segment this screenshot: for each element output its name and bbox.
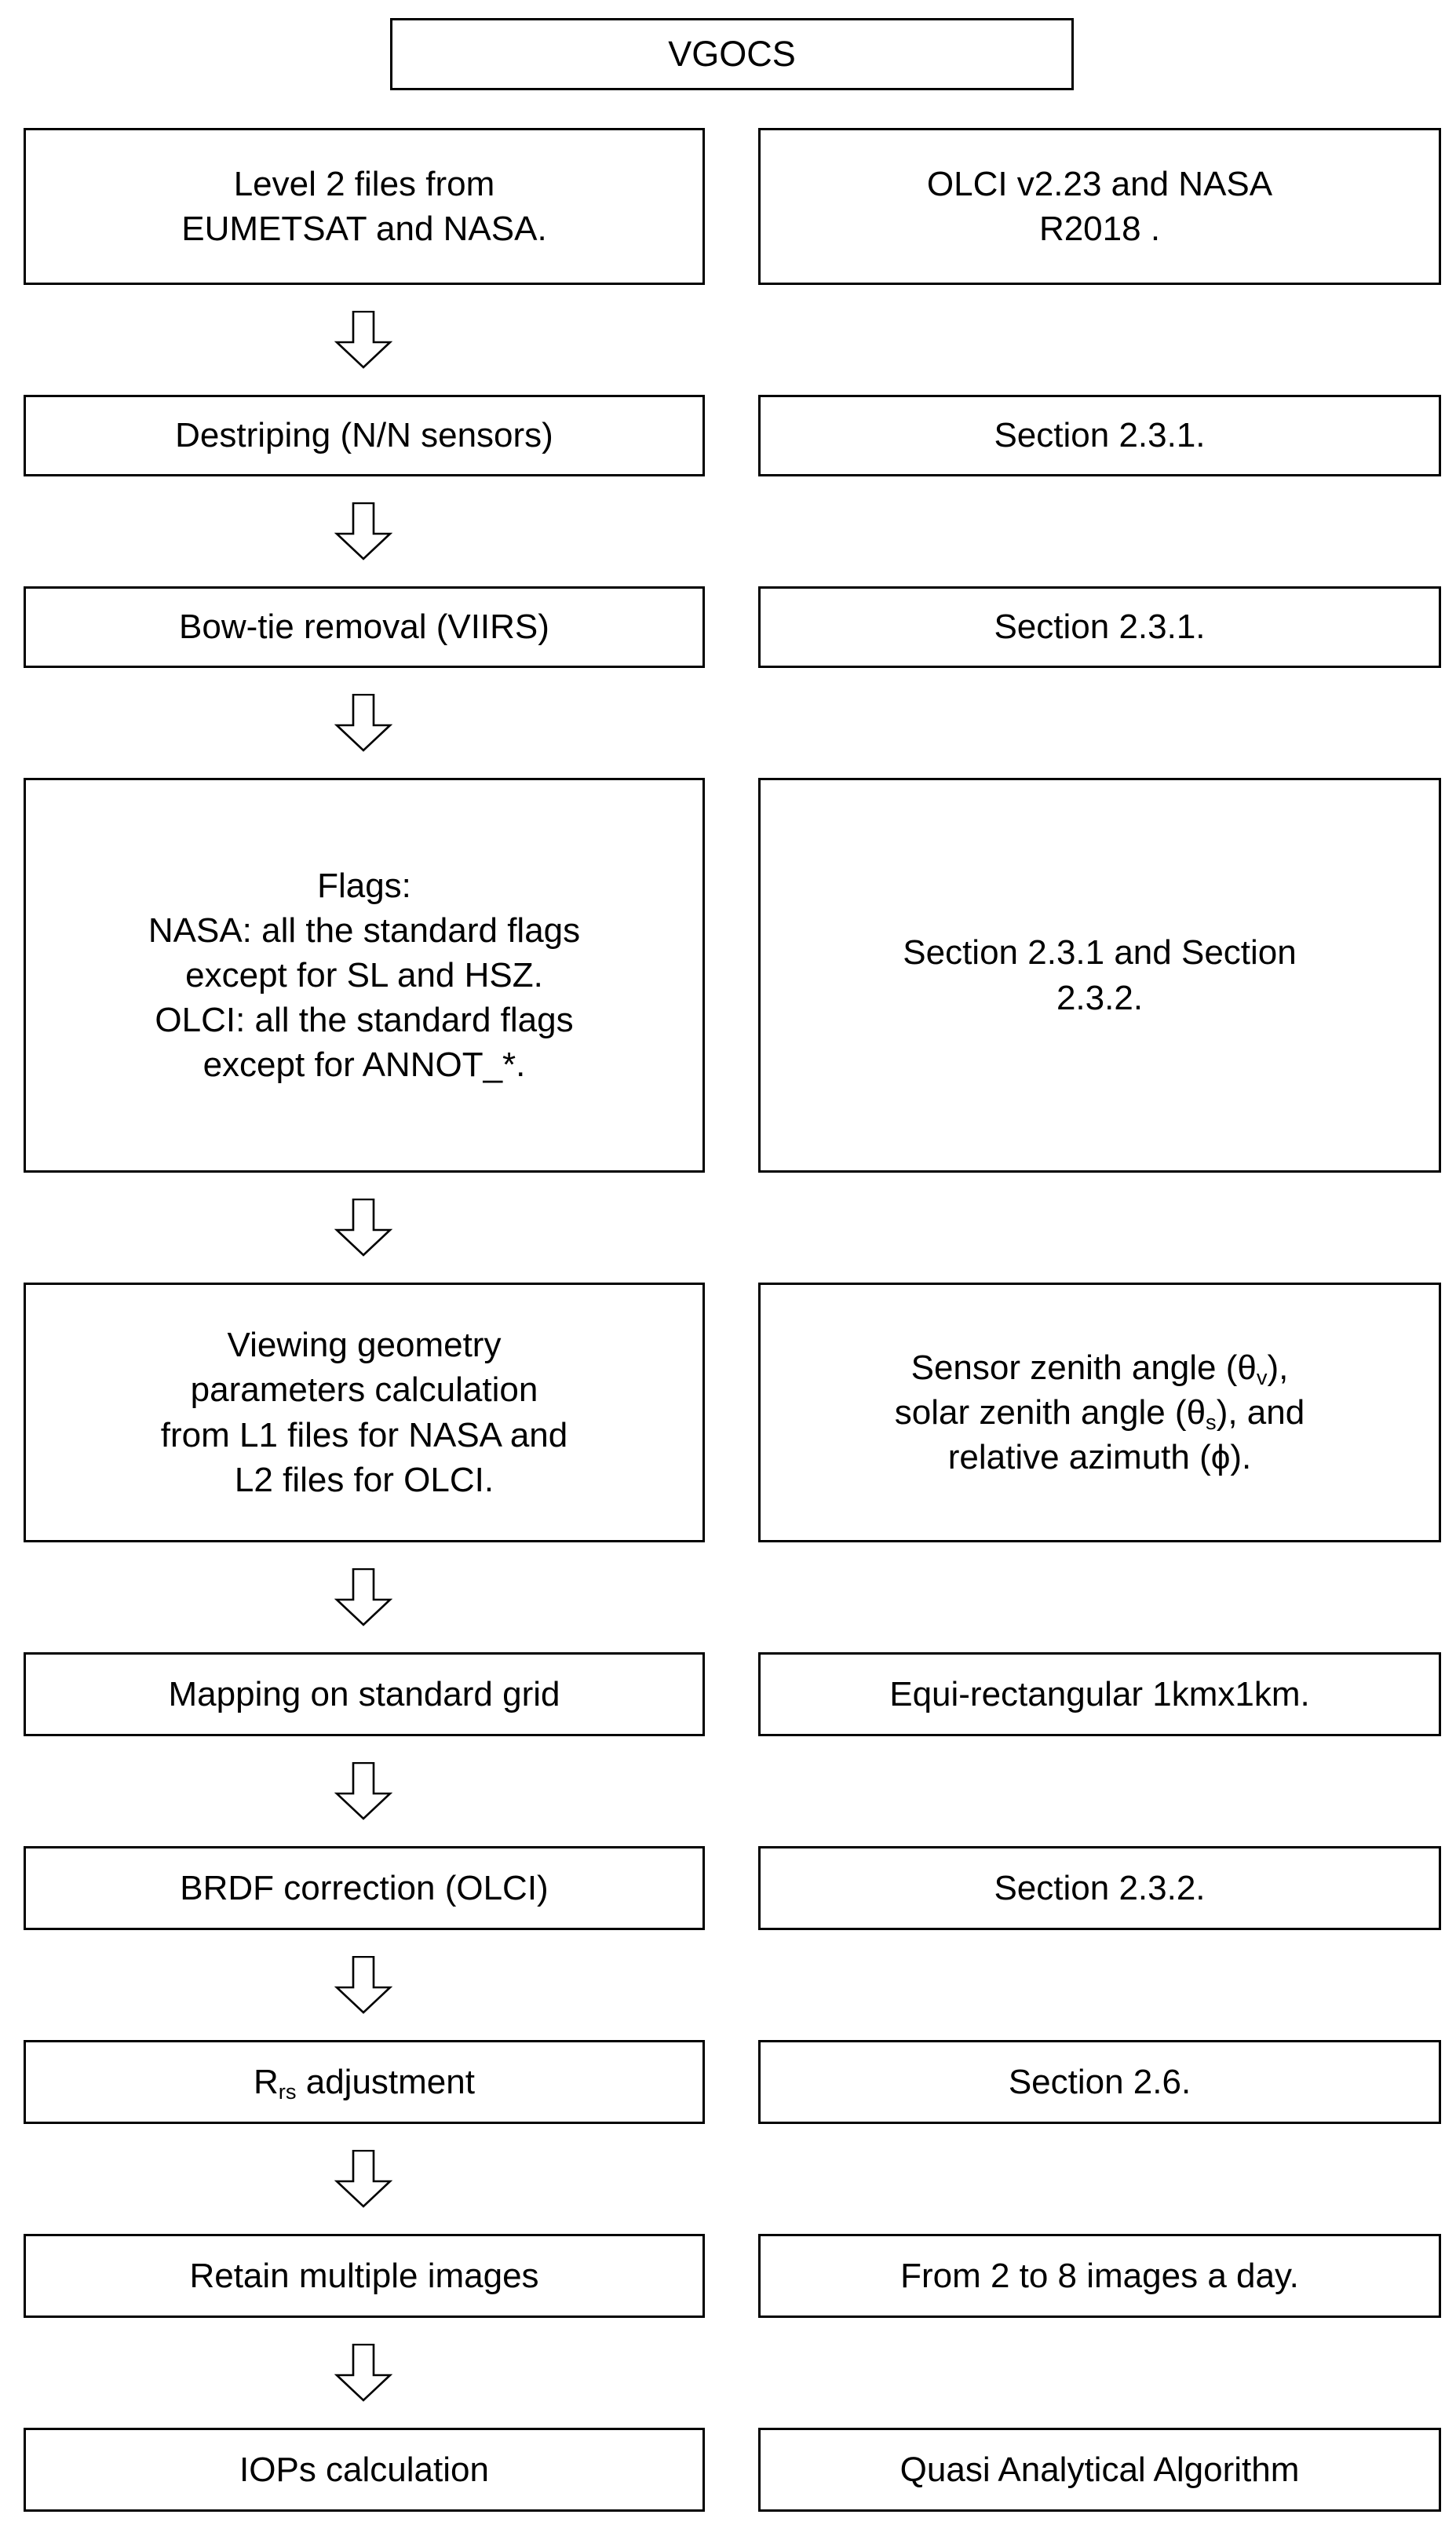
detail-box-iops-calculation: Quasi Analytical Algorithm <box>758 2428 1441 2512</box>
step-box-retain-images: Retain multiple images <box>24 2234 705 2318</box>
detail-box-destriping: Section 2.3.1. <box>758 395 1441 476</box>
detail-box-viewing-geometry: Sensor zenith angle (θv),solar zenith an… <box>758 1283 1441 1542</box>
step-box-label-iops-calculation: IOPs calculation <box>239 2450 489 2489</box>
detail-box-label-mapping: Equi-rectangular 1kmx1km. <box>889 1674 1310 1713</box>
detail-box-label-retain-images: From 2 to 8 images a day. <box>900 2256 1299 2295</box>
flow-arrow-down-icon <box>334 311 392 369</box>
detail-box-label-destriping: Section 2.3.1. <box>994 416 1206 455</box>
title-box-vgocs: VGOCS <box>390 18 1074 90</box>
step-box-label-bow-tie-removal: Bow-tie removal (VIIRS) <box>179 608 549 647</box>
step-box-label-flags: Flags: NASA: all the standard flags exce… <box>148 866 581 1085</box>
step-box-level2-files: Level 2 files from EUMETSAT and NASA. <box>24 128 705 285</box>
detail-box-label-viewing-geometry: Sensor zenith angle (θv),solar zenith an… <box>894 1348 1305 1477</box>
flow-arrow-down-icon <box>334 2150 392 2208</box>
step-box-mapping: Mapping on standard grid <box>24 1652 705 1736</box>
step-box-bow-tie-removal: Bow-tie removal (VIIRS) <box>24 586 705 668</box>
step-box-label-level2-files: Level 2 files from EUMETSAT and NASA. <box>181 164 547 248</box>
step-box-label-viewing-geometry: Viewing geometry parameters calculation … <box>160 1326 568 1499</box>
title-box-label: VGOCS <box>668 33 796 74</box>
step-box-viewing-geometry: Viewing geometry parameters calculation … <box>24 1283 705 1542</box>
detail-box-bow-tie-removal: Section 2.3.1. <box>758 586 1441 668</box>
detail-box-retain-images: From 2 to 8 images a day. <box>758 2234 1441 2318</box>
step-box-destriping: Destriping (N/N sensors) <box>24 395 705 476</box>
detail-box-label-iops-calculation: Quasi Analytical Algorithm <box>900 2450 1300 2489</box>
flow-arrow-down-icon <box>334 502 392 560</box>
detail-box-brdf-correction: Section 2.3.2. <box>758 1846 1441 1930</box>
detail-box-level2-files: OLCI v2.23 and NASA R2018 . <box>758 128 1441 285</box>
step-box-rrs-adjustment: Rrs adjustment <box>24 2040 705 2124</box>
flow-arrow-down-icon <box>334 1199 392 1257</box>
step-box-label-rrs-adjustment: Rrs adjustment <box>254 2062 475 2104</box>
flow-arrow-down-icon <box>334 694 392 752</box>
detail-box-label-brdf-correction: Section 2.3.2. <box>994 1868 1206 1907</box>
step-box-label-retain-images: Retain multiple images <box>189 2256 539 2295</box>
detail-box-flags: Section 2.3.1 and Section 2.3.2. <box>758 778 1441 1173</box>
flow-arrow-down-icon <box>334 1956 392 2014</box>
flow-arrow-down-icon <box>334 1568 392 1626</box>
step-box-flags: Flags: NASA: all the standard flags exce… <box>24 778 705 1173</box>
step-box-label-destriping: Destriping (N/N sensors) <box>175 416 553 455</box>
flow-arrow-down-icon <box>334 2344 392 2402</box>
detail-box-label-level2-files: OLCI v2.23 and NASA R2018 . <box>926 164 1273 248</box>
detail-box-label-bow-tie-removal: Section 2.3.1. <box>994 608 1206 647</box>
detail-box-label-rrs-adjustment: Section 2.6. <box>1008 2062 1191 2101</box>
detail-box-rrs-adjustment: Section 2.6. <box>758 2040 1441 2124</box>
step-box-iops-calculation: IOPs calculation <box>24 2428 705 2512</box>
flow-arrow-down-icon <box>334 1762 392 1820</box>
detail-box-mapping: Equi-rectangular 1kmx1km. <box>758 1652 1441 1736</box>
detail-box-label-flags: Section 2.3.1 and Section 2.3.2. <box>903 933 1297 1017</box>
step-box-brdf-correction: BRDF correction (OLCI) <box>24 1846 705 1930</box>
step-box-label-mapping: Mapping on standard grid <box>168 1674 560 1713</box>
step-box-label-brdf-correction: BRDF correction (OLCI) <box>180 1868 549 1907</box>
